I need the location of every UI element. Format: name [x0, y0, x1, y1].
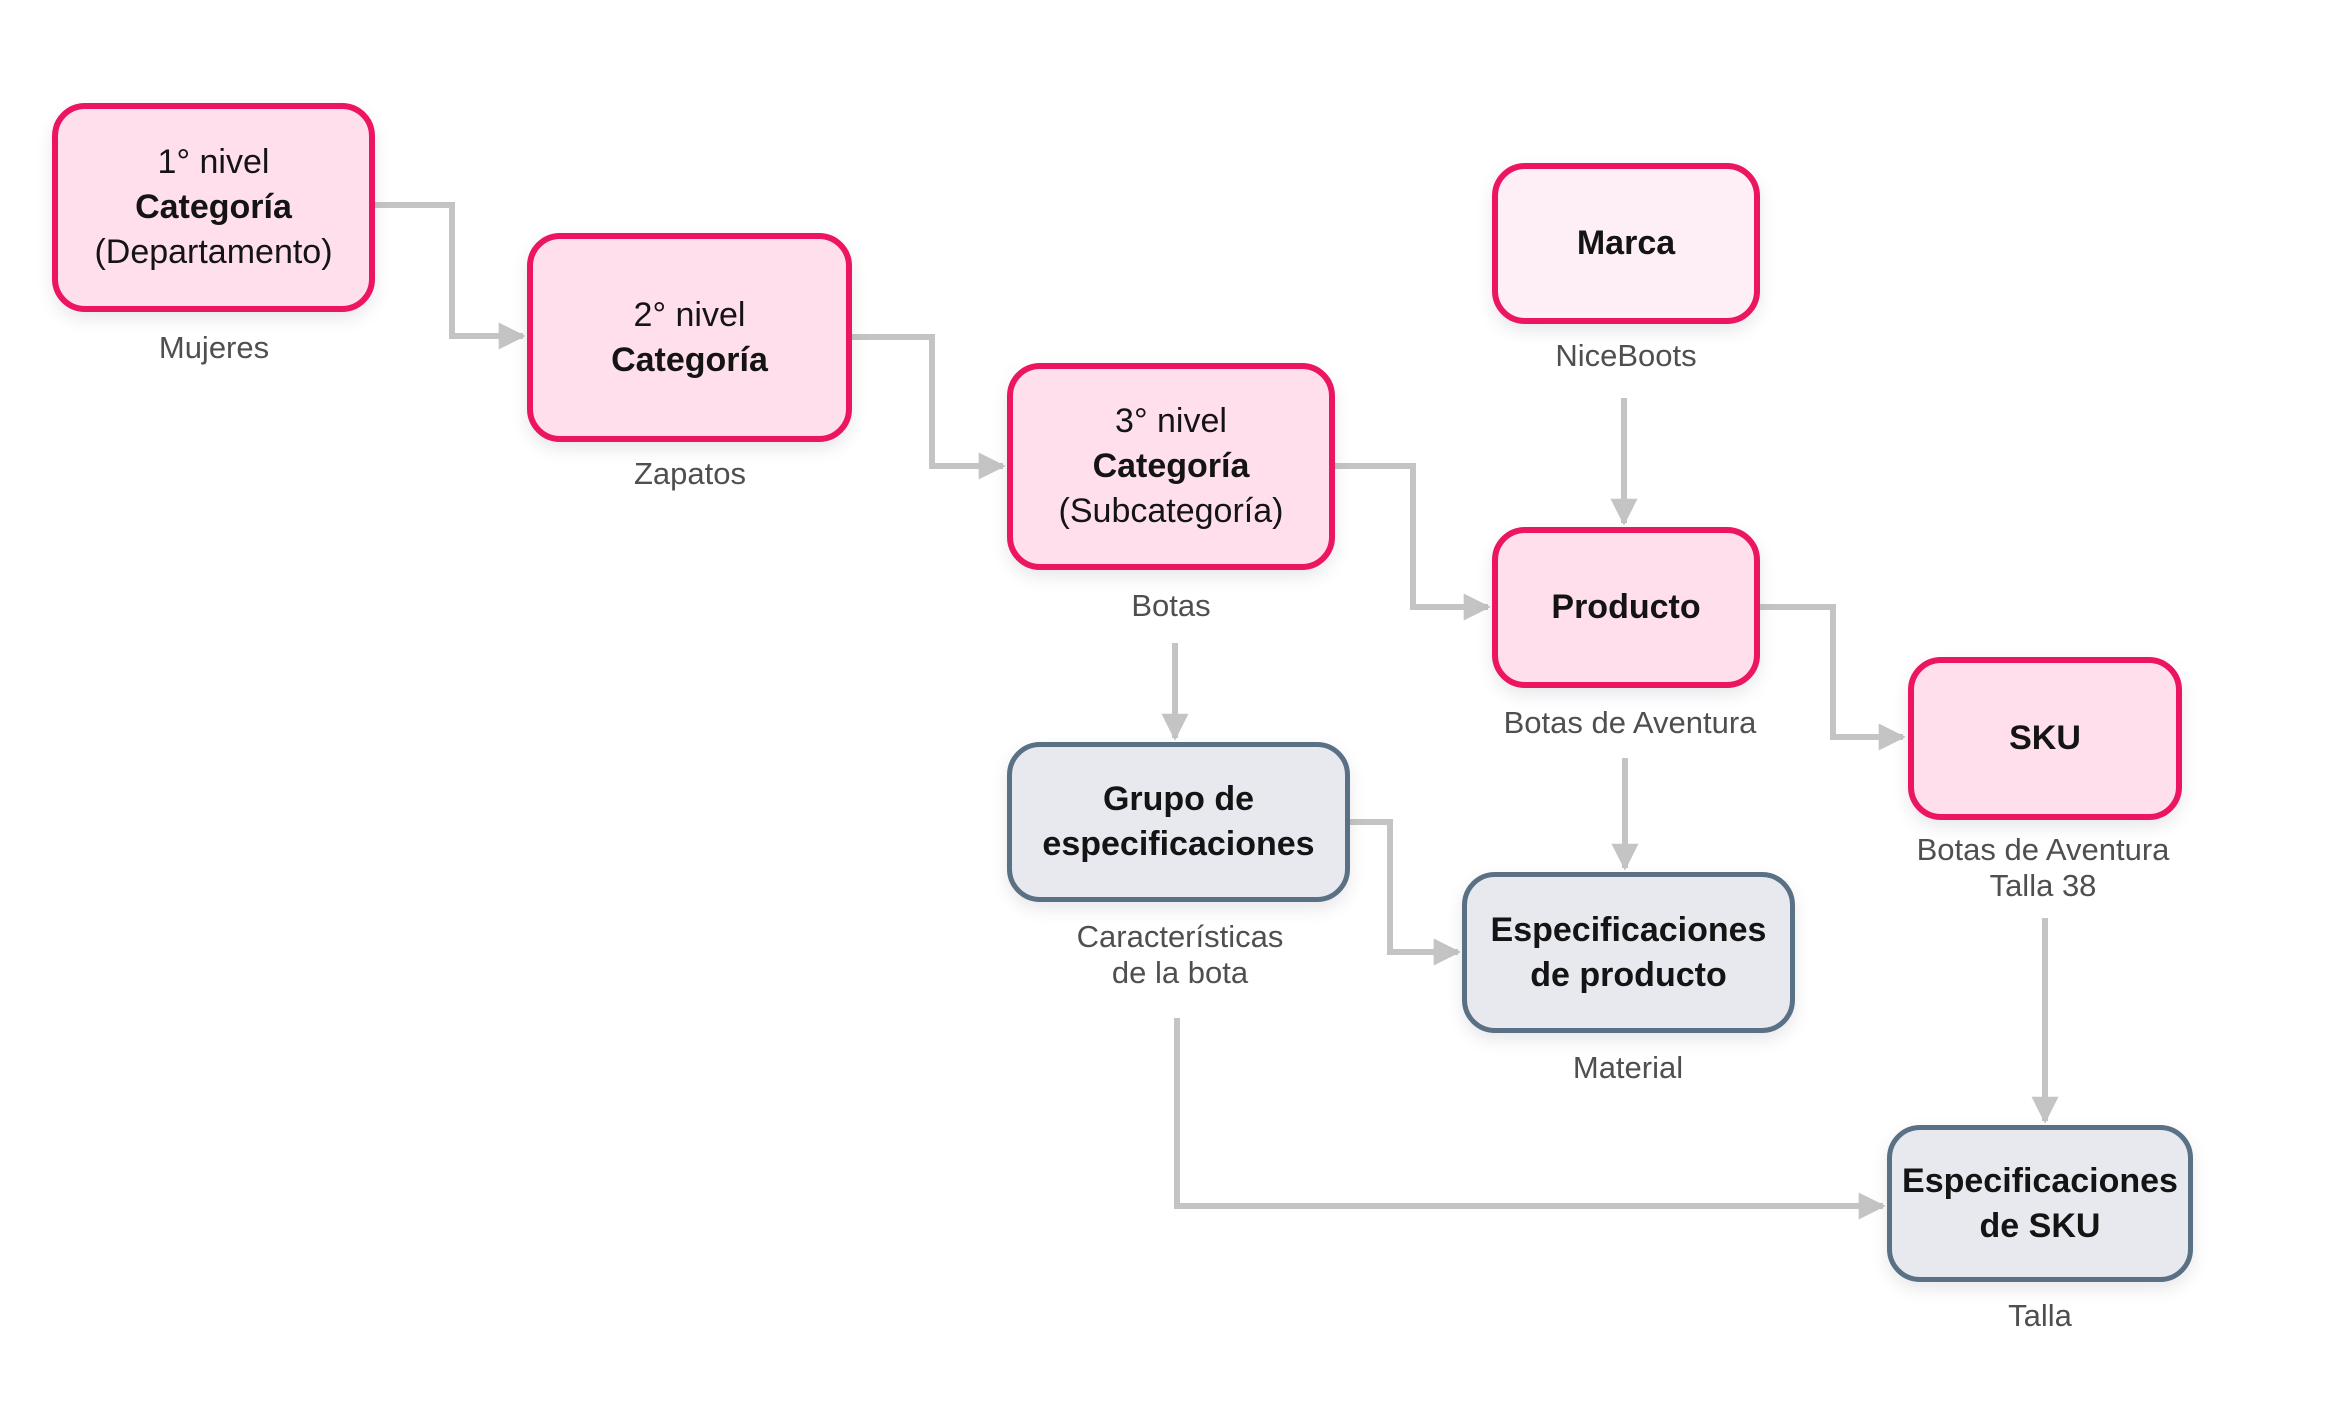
node-producto: Producto: [1492, 527, 1760, 688]
arrow-cat2-to-cat3: [851, 334, 1006, 480]
node-especificaciones-de-producto: Especificaciones de producto: [1462, 872, 1795, 1033]
node-line: Especificaciones: [1902, 1161, 2178, 1200]
arrow-cat3-to-producto: [1335, 463, 1491, 621]
node-categoria-nivel-2: 2° nivel Categoría: [527, 233, 852, 442]
node-title: Marca: [1576, 224, 1676, 262]
node-categoria-nivel-3: 3° nivel Categoría (Subcategoría): [1007, 363, 1335, 570]
arrow-grupo-to-esp-sku: [1174, 1018, 1886, 1220]
example-line: Talla 38: [1989, 868, 2097, 903]
node-marca: Marca: [1492, 163, 1760, 324]
node-line: 2° nivel: [633, 295, 746, 334]
example-label-mujeres: Mujeres: [158, 330, 270, 365]
example-line: de la bota: [1111, 955, 1249, 990]
example-label-zapatos: Zapatos: [633, 456, 747, 491]
example-label-talla: Talla: [2008, 1298, 2072, 1333]
node-line: 3° nivel: [1115, 402, 1227, 440]
arrow-cat1-to-cat2: [375, 202, 526, 350]
node-line: de producto: [1530, 955, 1727, 994]
node-line: Categoría: [611, 340, 768, 379]
node-categoria-nivel-1: 1° nivel Categoría (Departamento): [52, 103, 375, 312]
arrow-grupo-to-esp-producto: [1350, 819, 1461, 966]
node-line: Especificaciones: [1490, 910, 1767, 949]
node-line: (Subcategoría): [1058, 492, 1284, 530]
node-grupo-de-especificaciones: Grupo de especificaciones: [1007, 742, 1350, 902]
node-line: Grupo de: [1102, 780, 1255, 818]
example-label-sku: Botas de Aventura Talla 38: [1917, 832, 2170, 904]
node-especificaciones-de-sku: Especificaciones de SKU: [1887, 1125, 2193, 1282]
example-line: Botas de Aventura: [1916, 832, 2170, 867]
example-label-botas: Botas: [1131, 588, 1211, 623]
node-title: SKU: [2009, 719, 2081, 757]
node-line: Categoría: [1092, 447, 1250, 485]
node-line: de SKU: [1979, 1206, 2101, 1245]
node-line: (Departamento): [94, 233, 333, 271]
example-label-niceboots: NiceBoots: [1555, 338, 1697, 373]
arrow-producto-to-sku: [1760, 604, 1906, 751]
example-label-botas-de-aventura: Botas de Aventura: [1503, 705, 1757, 740]
node-sku: SKU: [1908, 657, 2182, 820]
node-line: 1° nivel: [157, 143, 270, 181]
example-label-material: Material: [1572, 1050, 1684, 1085]
example-label-caracteristicas: Características de la bota: [1077, 919, 1284, 991]
node-line: especificaciones: [1042, 825, 1315, 863]
node-line: Categoría: [135, 188, 292, 226]
node-title: Producto: [1551, 588, 1701, 626]
example-line: Características: [1076, 919, 1284, 954]
